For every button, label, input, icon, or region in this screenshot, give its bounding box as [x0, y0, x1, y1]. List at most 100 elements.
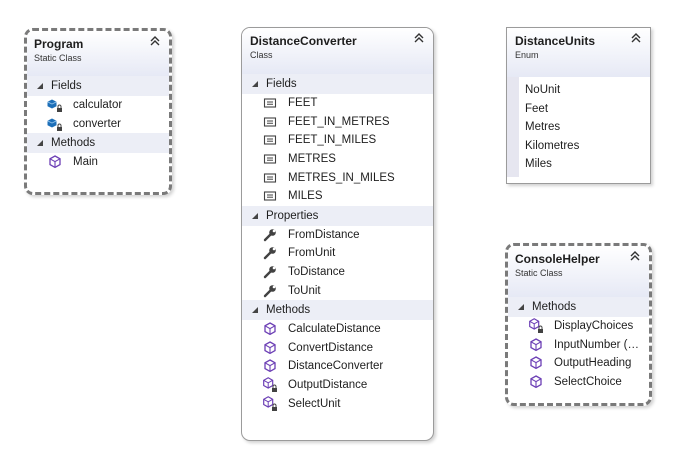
- member-name: SelectUnit: [288, 397, 341, 410]
- class-header[interactable]: DistanceConverter Class: [242, 28, 433, 74]
- section-label: Methods: [266, 303, 311, 316]
- expand-triangle-icon[interactable]: [250, 79, 260, 89]
- constant-icon: [263, 173, 277, 183]
- enum-value[interactable]: Metres: [525, 121, 561, 134]
- member-item[interactable]: OutputDistance: [242, 376, 433, 395]
- enum-header[interactable]: DistanceUnits Enum: [507, 28, 650, 77]
- member-name: FEET: [288, 97, 318, 110]
- class-title: DistanceConverter: [250, 34, 357, 48]
- member-item[interactable]: ToUnit: [242, 281, 433, 300]
- member-name: ConvertDistance: [288, 341, 374, 354]
- section-label: Fields: [51, 80, 82, 92]
- class-header[interactable]: ConsoleHelper Static Class: [508, 246, 649, 297]
- member-name: METRES: [288, 153, 336, 166]
- member-name: FEET_IN_MILES: [288, 134, 377, 147]
- constant-icon: [263, 98, 277, 108]
- method-icon: [530, 356, 542, 370]
- expand-triangle-icon[interactable]: [250, 305, 260, 315]
- section-label: Methods: [532, 301, 577, 313]
- class-title: ConsoleHelper: [515, 252, 600, 266]
- member-item[interactable]: ToDistance: [242, 263, 433, 282]
- enum-value[interactable]: Kilometres: [525, 139, 580, 152]
- collapse-chevron-icon[interactable]: [413, 32, 425, 44]
- section-label: Fields: [266, 78, 297, 90]
- private-method-icon: [263, 395, 277, 411]
- method-icon: [264, 359, 276, 373]
- member-item[interactable]: MILES: [242, 187, 433, 206]
- enum-kind: Enum: [515, 50, 539, 60]
- member-name: InputNumber (…: [554, 338, 640, 351]
- member-name: OutputDistance: [288, 379, 368, 392]
- member-name: FromDistance: [288, 228, 360, 241]
- constant-icon: [263, 154, 277, 164]
- member-item[interactable]: OutputHeading: [508, 354, 649, 373]
- property-icon: [263, 266, 276, 279]
- member-item[interactable]: DisplayChoices: [508, 317, 649, 336]
- member-name: DisplayChoices: [554, 320, 634, 333]
- expand-triangle-icon[interactable]: [35, 138, 45, 148]
- enum-values: NoUnit Feet Metres Kilometres Miles: [507, 77, 650, 177]
- member-item[interactable]: ConvertDistance: [242, 339, 433, 358]
- member-name: SelectChoice: [554, 376, 622, 389]
- class-title: Program: [34, 37, 84, 51]
- member-item[interactable]: Main: [27, 153, 169, 172]
- member-name: converter: [73, 117, 121, 130]
- enum-value[interactable]: NoUnit: [525, 84, 561, 96]
- enum-value[interactable]: Feet: [525, 102, 549, 115]
- member-item[interactable]: FEET_IN_METRES: [242, 113, 433, 132]
- member-item[interactable]: FEET_IN_MILES: [242, 131, 433, 150]
- private-field-icon: [47, 99, 62, 113]
- section-header[interactable]: Methods: [242, 299, 433, 320]
- expand-triangle-icon[interactable]: [516, 302, 526, 312]
- member-item[interactable]: SelectUnit: [242, 394, 433, 413]
- section-label: Properties: [266, 209, 319, 222]
- class-kind: Static Class: [34, 53, 82, 63]
- section-header[interactable]: Methods: [508, 297, 649, 317]
- method-icon: [530, 375, 542, 389]
- member-item[interactable]: FEET: [242, 94, 433, 113]
- member-name: ToDistance: [288, 266, 345, 279]
- private-method-icon: [529, 318, 543, 334]
- collapse-chevron-icon[interactable]: [629, 250, 641, 262]
- enum-strip: [507, 77, 519, 177]
- private-field-icon: [47, 118, 62, 131]
- member-name: METRES_IN_MILES: [288, 171, 395, 184]
- section-header[interactable]: Fields: [242, 74, 433, 94]
- member-name: calculator: [73, 99, 123, 112]
- collapse-chevron-icon[interactable]: [149, 35, 161, 47]
- enum-value[interactable]: Miles: [525, 158, 552, 171]
- section-header[interactable]: Fields: [27, 76, 169, 96]
- method-icon: [530, 338, 542, 352]
- member-item[interactable]: calculator: [27, 96, 169, 115]
- member-item[interactable]: SelectChoice: [508, 373, 649, 392]
- property-icon: [263, 247, 276, 260]
- expand-triangle-icon[interactable]: [35, 81, 45, 91]
- class-box-program[interactable]: Program Static Class Fields calculator con…: [24, 28, 172, 195]
- section-header[interactable]: Properties: [242, 205, 433, 226]
- member-item[interactable]: InputNumber (…: [508, 336, 649, 355]
- enum-value-list: NoUnit Feet Metres Kilometres Miles: [525, 81, 579, 174]
- member-item[interactable]: FromUnit: [242, 244, 433, 263]
- member-item[interactable]: DistanceConverter: [242, 357, 433, 376]
- class-kind: Static Class: [515, 268, 563, 278]
- member-name: MILES: [288, 190, 323, 203]
- method-icon: [264, 322, 276, 336]
- expand-triangle-icon[interactable]: [250, 211, 260, 221]
- section-header[interactable]: Methods: [27, 133, 169, 154]
- class-header[interactable]: Program Static Class: [27, 31, 169, 76]
- member-item[interactable]: METRES_IN_MILES: [242, 168, 433, 187]
- member-item[interactable]: METRES: [242, 150, 433, 169]
- member-item[interactable]: converter: [27, 115, 169, 134]
- member-item[interactable]: FromDistance: [242, 226, 433, 245]
- method-icon: [49, 155, 61, 169]
- collapse-chevron-icon[interactable]: [630, 32, 642, 44]
- enum-box-distance-units[interactable]: DistanceUnits Enum NoUnit Feet Metres Ki…: [506, 27, 651, 184]
- constant-icon: [263, 117, 277, 127]
- member-name: FEET_IN_METRES: [288, 115, 390, 128]
- constant-icon: [263, 191, 277, 201]
- member-item[interactable]: CalculateDistance: [242, 320, 433, 339]
